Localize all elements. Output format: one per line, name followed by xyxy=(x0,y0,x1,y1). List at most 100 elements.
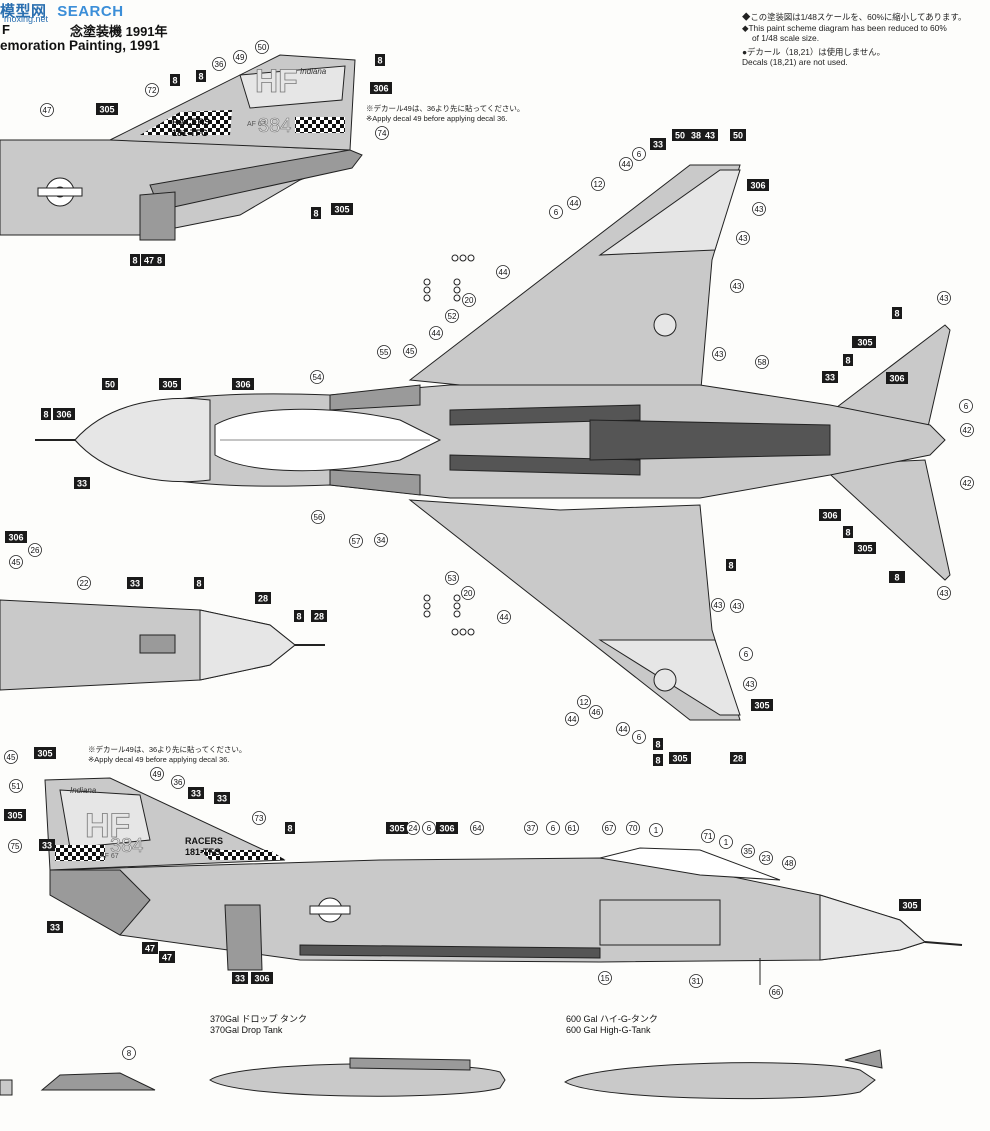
callout-circled: 23 xyxy=(759,851,773,865)
callout-circled-label: 43 xyxy=(733,602,742,611)
callout-circled: 46 xyxy=(589,705,603,719)
tail-code-main: HF xyxy=(85,807,130,845)
callout-boxed-label: 305 xyxy=(672,754,687,764)
callout-circled: 64 xyxy=(470,821,484,835)
decal-note-top-en: ※Apply decal 49 before applying decal 36… xyxy=(366,114,508,123)
callout-circled-label: 64 xyxy=(473,824,482,833)
drop-tank-label: 370Gal ドロップ タンク 370Gal Drop Tank xyxy=(210,1014,307,1036)
callout-boxed: 8 xyxy=(196,70,206,82)
callout-boxed-label: 306 xyxy=(439,824,454,834)
callout-circled: 43 xyxy=(712,347,726,361)
callout-circled: 50 xyxy=(255,40,269,54)
callout-circled-label: 74 xyxy=(378,129,387,138)
callout-boxed-label: 8 xyxy=(132,256,137,266)
callout-boxed: 47 xyxy=(142,942,158,954)
callout-boxed: 8 xyxy=(41,408,51,420)
callout-circled: 6 xyxy=(632,730,646,744)
high-g-tank-label: 600 Gal ハイ-G-タンク 600 Gal High-G-Tank xyxy=(566,1014,658,1036)
callout-circled-label: 34 xyxy=(377,536,386,545)
callout-circled: 74 xyxy=(375,126,389,140)
header-prefix: F xyxy=(2,22,10,37)
callout-boxed-label: 306 xyxy=(8,533,23,543)
callout-boxed-label: 306 xyxy=(235,380,250,390)
callout-boxed-label: 47 xyxy=(145,944,155,954)
callout-circled-label: 71 xyxy=(704,832,713,841)
note-line-4: ●デカール（18,21）は使用しません。 xyxy=(742,46,886,57)
tail-code-top: HF xyxy=(255,63,298,99)
callout-boxed: 28 xyxy=(730,752,746,764)
callout-boxed-label: 305 xyxy=(754,701,769,711)
callout-circled: 44 xyxy=(619,157,633,171)
callout-circled-label: 35 xyxy=(744,847,753,856)
callout-boxed: 33 xyxy=(39,839,55,851)
callout-boxed: 50 xyxy=(672,129,688,141)
callout-circled: 6 xyxy=(959,399,973,413)
callout-circled-label: 73 xyxy=(255,814,264,823)
unit-line2-main: 181-TFG xyxy=(185,847,221,857)
callout-boxed: 305 xyxy=(669,752,691,764)
callout-boxed-label: 8 xyxy=(172,76,177,86)
side-view-top xyxy=(0,54,363,241)
callout-boxed-label: 28 xyxy=(314,612,324,622)
callout-boxed-label: 8 xyxy=(894,309,899,319)
callout-boxed-label: 306 xyxy=(56,410,71,420)
callout-boxed: 50 xyxy=(730,129,746,141)
callout-circled-label: 54 xyxy=(313,373,322,382)
callout-boxed: 8 xyxy=(130,254,140,266)
callout-circled: 47 xyxy=(40,103,54,117)
tail-state-main: Indiana xyxy=(70,786,97,795)
callout-circled: 44 xyxy=(429,326,443,340)
callout-boxed-label: 8 xyxy=(894,573,899,583)
callout-boxed: 305 xyxy=(34,747,56,759)
callout-boxed-label: 8 xyxy=(845,528,850,538)
watermark-search: SEARCH xyxy=(57,3,124,20)
callout-boxed: 306 xyxy=(53,408,75,420)
callout-boxed: 50 xyxy=(102,378,118,390)
callout-circled: 53 xyxy=(445,571,459,585)
callout-circled: 6 xyxy=(546,821,560,835)
callout-circled: 45 xyxy=(4,750,18,764)
callout-circled-label: 6 xyxy=(427,824,432,833)
callout-boxed: 306 xyxy=(886,372,908,384)
callout-circled-label: 56 xyxy=(314,513,323,522)
callout-boxed-label: 306 xyxy=(822,511,837,521)
callout-boxed: 33 xyxy=(188,787,204,799)
callout-circled-label: 52 xyxy=(448,312,457,321)
callout-circled: 44 xyxy=(567,196,581,210)
callout-boxed: 8 xyxy=(294,610,304,622)
callout-circled-label: 43 xyxy=(746,680,755,689)
callout-boxed-label: 305 xyxy=(334,205,349,215)
callout-circled-label: 50 xyxy=(258,43,267,52)
callout-boxed: 8 xyxy=(843,354,853,366)
decal-note-top-jp: ※デカール49は、36より先に貼ってください。 xyxy=(366,104,525,113)
callout-circled-label: 45 xyxy=(406,347,415,356)
callout-boxed-label: 8 xyxy=(377,56,382,66)
unit-line1-top: RACERS xyxy=(172,117,210,127)
callout-circled-label: 37 xyxy=(527,824,536,833)
callout-circled: 75 xyxy=(8,839,22,853)
callout-circled: 67 xyxy=(602,821,616,835)
callout-circled-label: 49 xyxy=(153,770,162,779)
callout-boxed-label: 305 xyxy=(857,338,872,348)
callout-boxed: 8 xyxy=(311,207,321,219)
callout-circled-label: 72 xyxy=(148,86,157,95)
callout-boxed-label: 8 xyxy=(198,72,203,82)
callout-boxed-label: 8 xyxy=(728,561,733,571)
callout-circled-label: 44 xyxy=(500,613,509,622)
callout-boxed: 8 xyxy=(843,526,853,538)
callout-circled-label: 20 xyxy=(464,589,473,598)
callout-boxed: 8 xyxy=(892,307,902,319)
callout-boxed-label: 28 xyxy=(258,594,268,604)
callout-circled-label: 6 xyxy=(637,150,642,159)
callout-boxed-label: 8 xyxy=(845,356,850,366)
callout-boxed-label: 33 xyxy=(217,794,227,804)
callout-circled-label: 15 xyxy=(601,974,610,983)
callout-boxed: 33 xyxy=(214,792,230,804)
callout-boxed-label: 47 xyxy=(162,953,172,963)
callout-circled-label: 36 xyxy=(215,60,224,69)
callout-circled-label: 24 xyxy=(409,824,418,833)
callout-circled: 66 xyxy=(769,985,783,999)
callout-boxed-label: 33 xyxy=(653,140,663,150)
